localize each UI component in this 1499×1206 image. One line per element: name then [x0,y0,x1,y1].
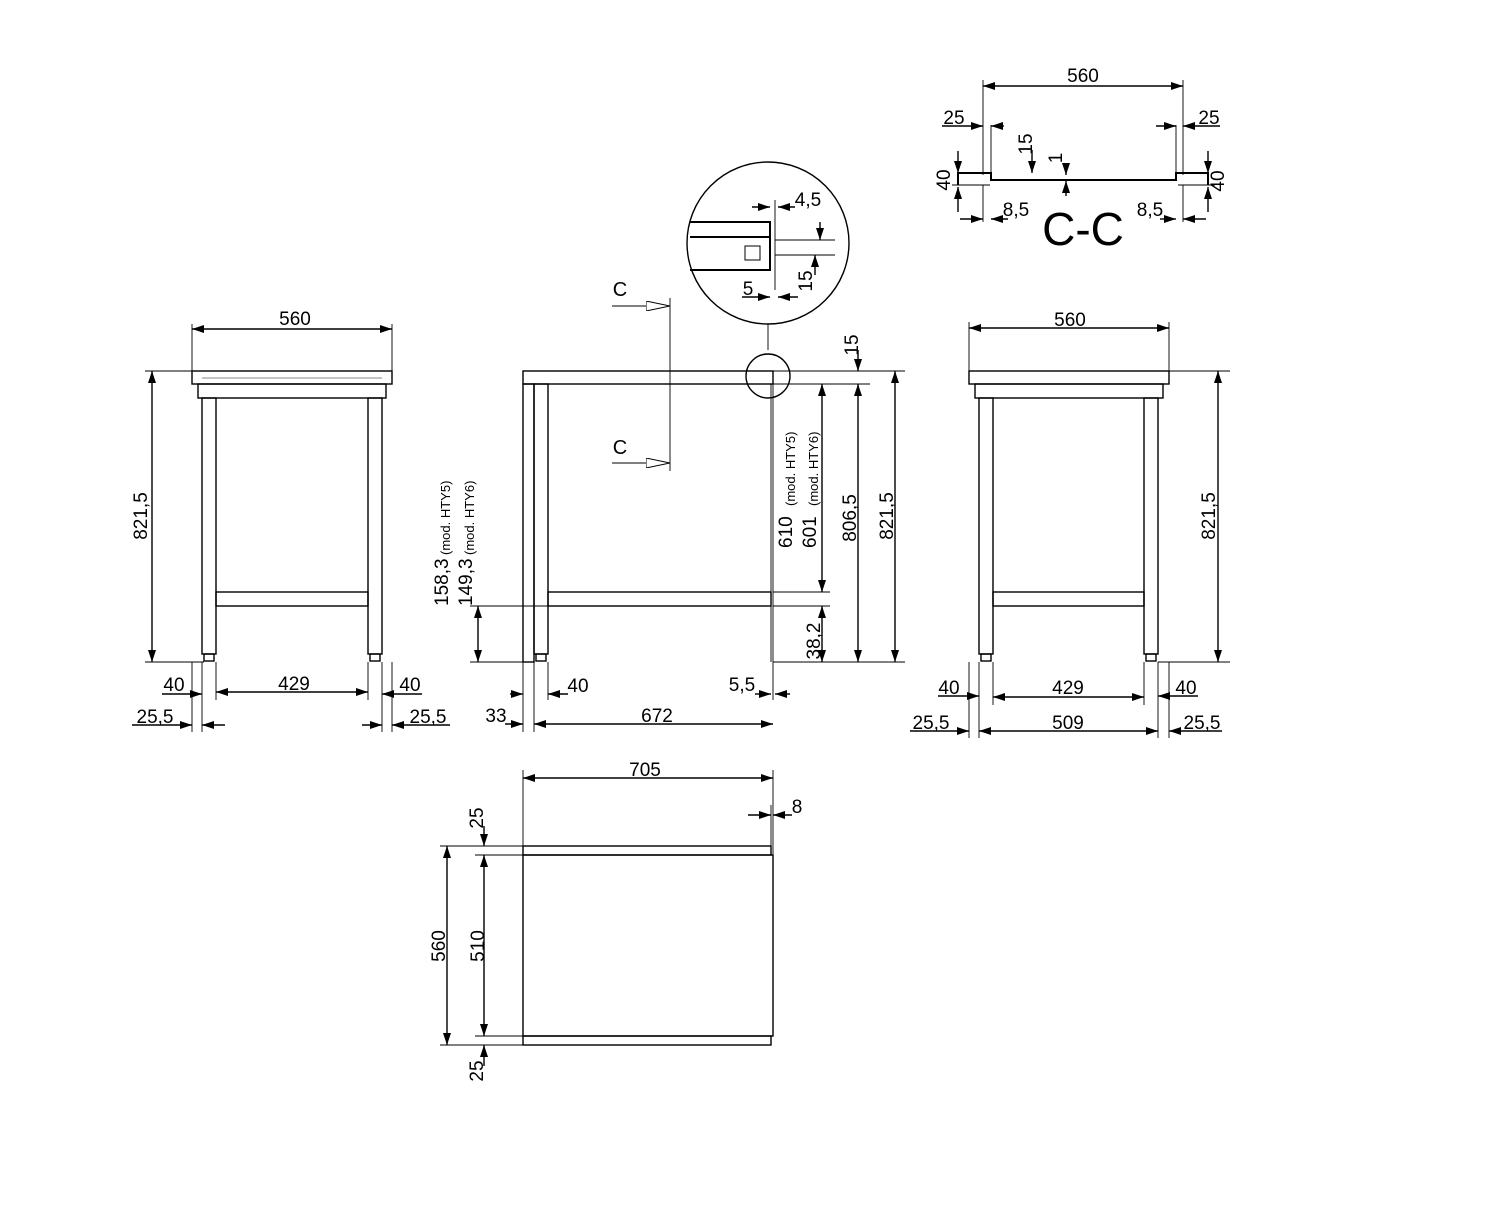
back-worktop [968,370,1170,385]
section-side-right-label: 40 [1208,170,1229,191]
detail-circle [686,161,850,325]
back-foot-right [1145,653,1157,662]
detail-top-edge [690,221,771,271]
front-inner-width-label: 429 [278,674,310,695]
section-edge-left-label: 25 [943,108,964,129]
detail-dim-4-5-label: 4,5 [795,190,821,211]
front-leg-left [201,397,217,655]
detail-view: 4,5 15 5 [686,161,850,350]
section-rim-1-label: 1 [1046,153,1067,164]
side-shelf-38-label: 38,2 [804,623,825,660]
back-shelf [992,591,1145,607]
top-depth-label: 705 [629,760,661,781]
top-edge-bottom-label: 25 [467,1060,488,1081]
section-edge-right-label: 25 [1198,108,1219,129]
front-height-label: 821,5 [131,492,152,540]
front-view: 560 821,5 40 429 40 25,5 25,5 [131,309,450,732]
back-height-label: 821,5 [1199,492,1220,540]
front-leg-left-label: 40 [163,675,184,696]
back-leg-right [1143,397,1159,655]
back-frame [974,383,1164,399]
top-back-rim [522,845,772,856]
front-frame [197,383,387,399]
side-clear-hty6-label: 601 [800,516,821,548]
front-leg-right [367,397,383,655]
back-leg-right-label: 40 [1175,678,1196,699]
front-shelf [215,591,369,607]
front-foot-right [369,653,381,662]
section-side-left-label: 40 [934,169,955,190]
back-outer-width-label: 509 [1052,713,1084,734]
back-offset-left-label: 25,5 [913,713,950,734]
top-view: 705 8 25 560 510 25 [429,760,802,1082]
front-offset-right-label: 25,5 [410,707,447,728]
section-profile [957,172,1209,185]
side-shelf-hty5-note: (mod. HTY5) [438,481,453,555]
section-inset-right-label: 8,5 [1137,200,1163,221]
side-top-thickness-label: 15 [842,334,863,355]
side-detail-marker [745,353,791,399]
side-shelf-hty5-label: 158,3 [432,558,453,606]
side-back-offset-label: 5,5 [729,675,755,696]
side-inner-depth-label: 672 [641,706,673,727]
front-foot-left [203,653,215,662]
section-inset-left-label: 8,5 [1003,200,1029,221]
side-height-806-label: 806,5 [840,494,861,542]
side-clear-hty5-note: (mod. HTY5) [783,432,798,506]
back-inner-width-label: 429 [1052,678,1084,699]
side-leg [533,383,549,655]
section-rim-15-label: 15 [1016,133,1037,154]
top-width-label: 560 [429,930,450,962]
side-clear-hty5-label: 610 [776,516,797,548]
front-offset-left-label: 25,5 [137,707,174,728]
back-leg-left-label: 40 [938,678,959,699]
detail-dim-5-label: 5 [743,279,754,300]
back-foot-left [980,653,992,662]
side-leg-width-label: 40 [567,676,588,697]
cut-marker-bottom: C [613,437,627,459]
side-height-total-label: 821,5 [877,492,898,540]
cut-marker-top: C [613,279,627,301]
detail-dim-15-label: 15 [796,270,817,291]
side-shelf-hty6-label: 149,3 [456,558,477,606]
top-overhang-label: 8 [792,797,803,818]
side-view: C C 15 806,5 821,5 610 (mod. HTY5) 601 (… [432,279,905,732]
top-edge-top-label: 25 [467,807,488,828]
back-view: 560 821,5 40 429 40 25,5 509 25,5 [910,310,1230,738]
section-cc-view: 560 25 25 15 1 40 40 8,5 8,5 [934,66,1229,255]
top-front-rim [522,1035,772,1046]
front-leg-right-label: 40 [399,675,420,696]
side-front-panel [522,383,535,663]
side-worktop [522,370,774,385]
top-inner-width-label: 510 [468,930,489,962]
side-clear-hty6-note: (mod. HTY6) [806,432,821,506]
side-shelf [547,591,772,607]
front-width-label: 560 [279,309,311,330]
back-width-label: 560 [1054,310,1086,331]
side-leg-offset-label: 33 [485,706,506,727]
top-worktop [522,854,774,1037]
back-leg-left [978,397,994,655]
back-offset-right-label: 25,5 [1184,713,1221,734]
section-width-label: 560 [1067,66,1099,87]
section-title: C-C [1042,203,1124,255]
side-foot [535,653,547,662]
side-shelf-hty6-note: (mod. HTY6) [462,481,477,555]
